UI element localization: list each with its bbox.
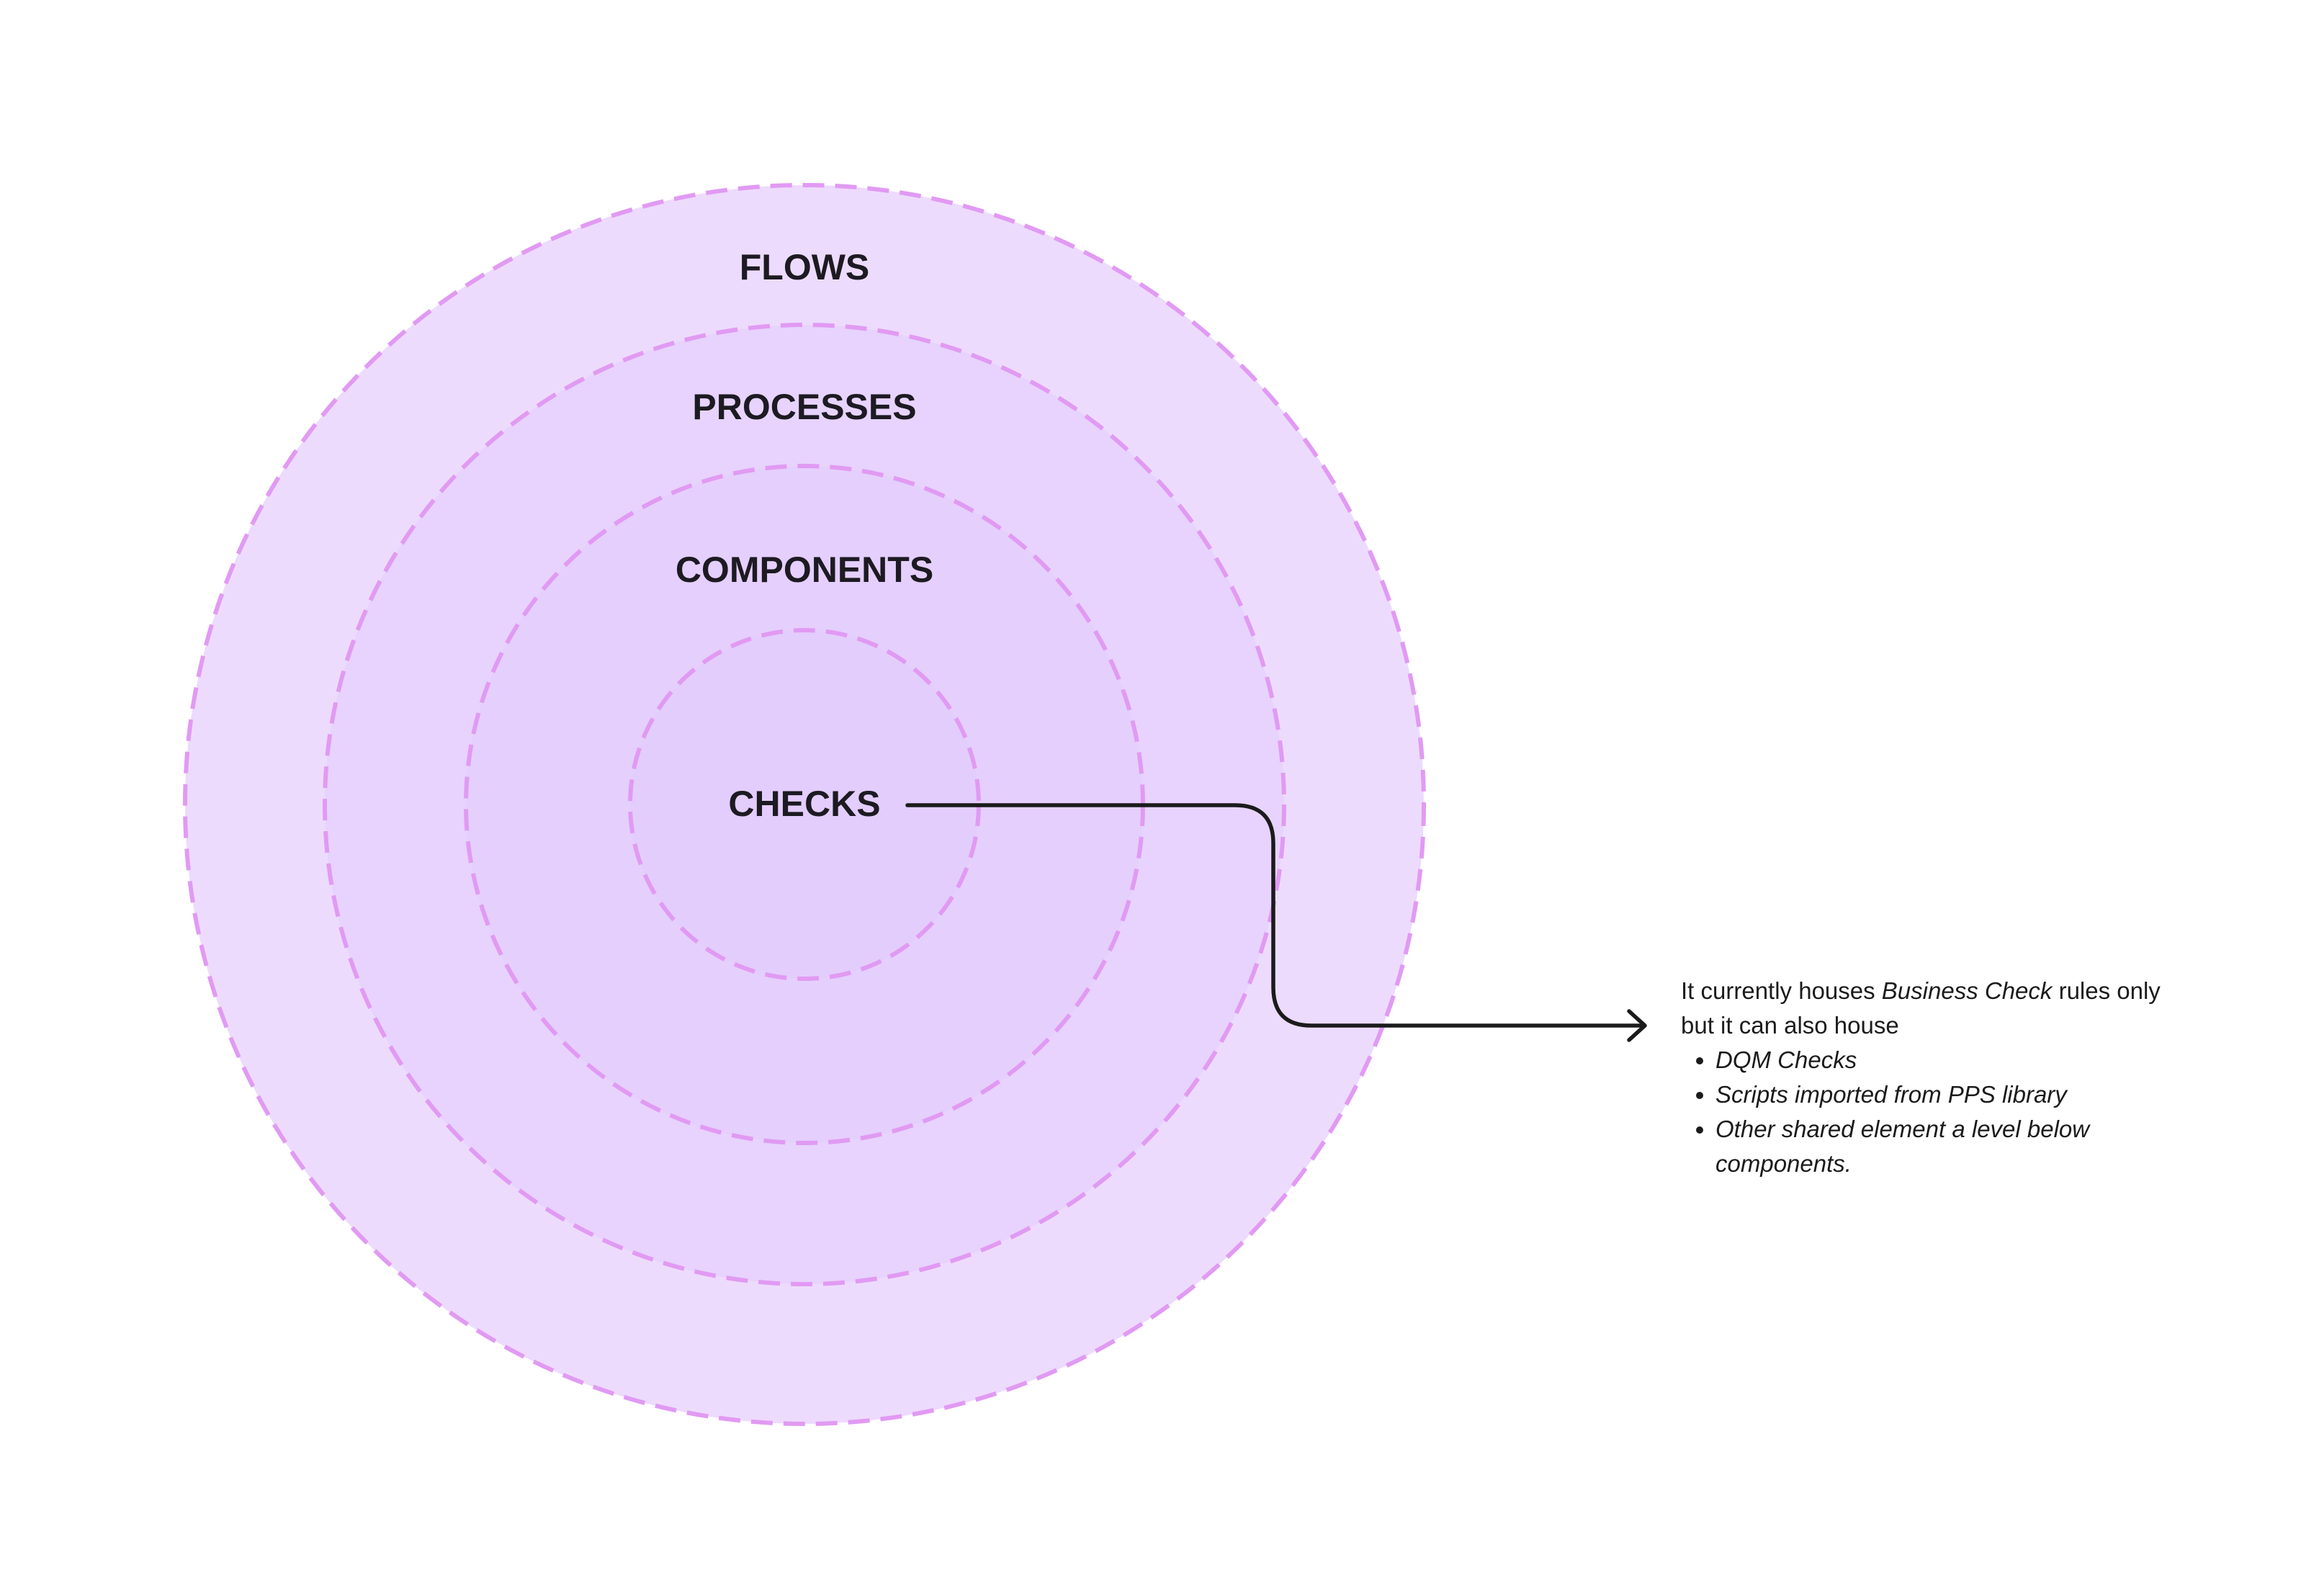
label-components: COMPONENTS <box>676 550 933 590</box>
annotation-list: DQM Checks Scripts imported from PPS lib… <box>1681 1043 2185 1181</box>
label-processes: PROCESSES <box>692 387 916 427</box>
annotation-intro-emphasis: Business Check <box>1881 977 2053 1004</box>
annotation-list-item: Other shared element a level below compo… <box>1715 1112 2185 1181</box>
annotation-intro-prefix: It currently houses <box>1681 977 1882 1004</box>
connector-arrow-line <box>905 803 1646 1028</box>
arrowhead-icon <box>1627 1009 1647 1042</box>
annotation-intro: It currently houses Business Check rules… <box>1681 974 2185 1043</box>
label-flows: FLOWS <box>740 247 870 287</box>
annotation-list-item: Scripts imported from PPS library <box>1715 1077 2185 1112</box>
checks-annotation: It currently houses Business Check rules… <box>1681 974 2185 1181</box>
annotation-intro-suffix: rules only but it can also house <box>1681 977 2161 1039</box>
annotation-list-item: DQM Checks <box>1715 1043 2185 1077</box>
label-checks: CHECKS <box>728 784 880 824</box>
